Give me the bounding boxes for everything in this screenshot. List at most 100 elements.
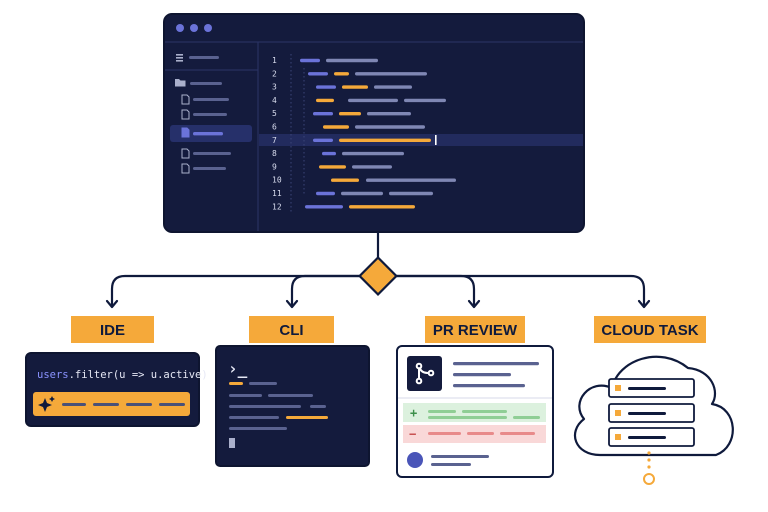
connection-node-icon <box>643 473 655 485</box>
text-cursor <box>435 135 437 145</box>
line-number: 1 <box>272 56 277 65</box>
diff-added-row: + <box>403 403 546 422</box>
ide-code-variable: users <box>37 369 69 381</box>
terminal-cursor <box>229 438 235 448</box>
code-token <box>348 98 398 103</box>
line-number: 9 <box>272 162 277 171</box>
code-token <box>341 191 383 196</box>
window-dot-1 <box>176 24 184 32</box>
code-token <box>355 72 427 76</box>
reviewer-avatar <box>407 452 423 468</box>
terminal-prompt-icon: ›_ <box>228 359 248 378</box>
code-token <box>313 112 333 116</box>
window-dot-2 <box>190 24 198 32</box>
code-token <box>366 178 456 182</box>
code-token <box>305 205 343 209</box>
task-row-3[interactable] <box>608 427 695 447</box>
line-number: 7 <box>272 136 277 145</box>
cloud-task-card <box>573 355 734 485</box>
connector-arrowheads <box>105 299 651 309</box>
folder-icon <box>175 79 186 87</box>
code-token <box>331 178 359 182</box>
code-token <box>308 72 328 76</box>
arrow-down-icon <box>467 299 481 309</box>
code-token <box>326 58 378 63</box>
task-row-1[interactable] <box>608 378 695 398</box>
label-ide: IDE <box>71 316 154 343</box>
label-cli: CLI <box>249 316 334 343</box>
sidebar-file-2[interactable] <box>181 109 227 120</box>
code-token <box>339 112 361 116</box>
line-number: 2 <box>272 69 277 78</box>
label-pr-review-text: PR REVIEW <box>433 322 518 339</box>
connector-lines <box>110 232 646 306</box>
label-cloud-task-text: CLOUD TASK <box>601 322 698 339</box>
ide-card: users.filter(u => u.active) <box>25 352 208 427</box>
line-number: 4 <box>272 96 277 105</box>
arrow-down-icon <box>105 299 119 309</box>
diff-added-bar-2 <box>428 416 507 419</box>
file-explorer-sidebar <box>165 42 259 231</box>
plus-icon: + <box>410 406 417 420</box>
line-number: 6 <box>272 123 277 132</box>
window-dot-3 <box>204 24 212 32</box>
line-number: 3 <box>272 83 277 92</box>
code-token <box>367 112 411 116</box>
code-token <box>349 205 415 209</box>
window-controls <box>176 24 212 32</box>
code-token <box>374 85 412 89</box>
code-token <box>300 58 320 63</box>
file-icon <box>181 163 190 174</box>
ide-code-method: .filter(u => u.active) <box>69 369 208 381</box>
ide-code-line: users.filter(u => u.active) <box>37 369 208 381</box>
file-icon <box>181 94 190 105</box>
pr-review-card: + − <box>396 345 554 478</box>
code-token <box>342 151 404 156</box>
minus-icon: − <box>409 427 416 441</box>
code-token <box>404 98 446 103</box>
sparkle-icon <box>38 396 55 412</box>
git-branch-icon <box>415 362 435 385</box>
line-number: 11 <box>272 189 282 198</box>
code-token <box>323 125 349 129</box>
file-icon <box>181 109 190 120</box>
sidebar-file-1[interactable] <box>181 94 229 105</box>
code-token <box>339 138 431 142</box>
code-token <box>313 138 333 142</box>
code-lines <box>300 58 456 209</box>
code-token <box>319 165 346 169</box>
file-icon <box>181 148 190 159</box>
line-number: 8 <box>272 149 277 158</box>
label-cloud-task: CLOUD TASK <box>594 316 706 343</box>
label-cli-text: CLI <box>279 322 303 339</box>
code-token <box>355 125 425 129</box>
cli-card: ›_ <box>215 345 370 467</box>
label-ide-text: IDE <box>100 322 125 339</box>
diff-added-bar-3 <box>513 416 540 419</box>
arrow-down-icon <box>637 299 651 309</box>
connection-dots <box>647 451 651 469</box>
sidebar-file-3[interactable] <box>181 148 231 159</box>
code-token <box>322 151 336 156</box>
code-token <box>316 85 336 89</box>
menu-icon <box>176 54 183 62</box>
code-token <box>316 98 334 103</box>
sidebar-file-4[interactable] <box>181 163 226 174</box>
line-number: 10 <box>272 176 282 185</box>
line-number: 5 <box>272 109 277 118</box>
code-token <box>334 72 349 76</box>
code-token <box>342 85 368 89</box>
code-token <box>352 165 392 169</box>
line-number: 12 <box>272 202 282 211</box>
file-icon <box>181 127 190 138</box>
decision-diamond <box>358 256 398 296</box>
sidebar-file-active[interactable] <box>170 125 252 142</box>
code-token <box>389 191 433 196</box>
label-pr-review: PR REVIEW <box>425 316 525 343</box>
task-row-2[interactable] <box>608 403 695 423</box>
code-token <box>316 191 335 196</box>
